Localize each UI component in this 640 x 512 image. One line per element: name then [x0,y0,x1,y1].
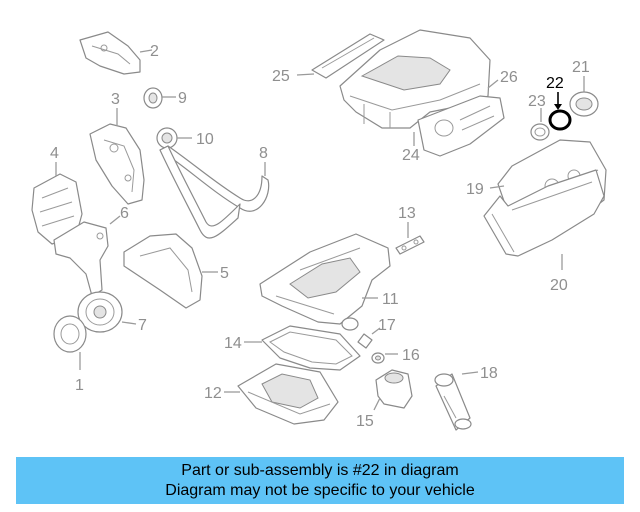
part-26-callout: 26 [500,69,518,86]
part-18-callout: 18 [480,365,498,382]
part-22-callout: 22 [546,75,564,92]
part-25-callout: 25 [272,68,290,85]
part-21-oil-cap [569,91,599,117]
part-7-leader [121,321,137,325]
part-11-callout: 11 [382,291,399,308]
part-23-seal-ring [530,123,550,141]
part-18-leader [461,371,479,375]
part-26-valve-cover [417,95,505,157]
part-26-leader [487,79,499,89]
part-17-leader [371,327,381,335]
part-19-leader [489,185,505,189]
part-2-timing-cover-upper [79,31,141,75]
part-14-callout: 14 [224,335,242,352]
banner-line-1: Part or sub-assembly is #22 in diagram [181,461,459,479]
part-1-seal [53,315,87,353]
part-13-callout: 13 [398,205,416,222]
part-7-crank-pulley [77,291,123,333]
part-20-callout: 20 [550,277,568,294]
part-10-callout: 10 [196,131,214,148]
part-6-bracket [53,221,109,297]
banner-line-2: Diagram may not be specific to your vehi… [165,481,475,499]
part-14-gasket [261,325,361,371]
part-24-intake-manifold [339,29,491,129]
part-10-idler [156,127,178,149]
part-5-callout: 5 [220,265,229,282]
engine-parts-diagram: 2 3 9 10 8 4 6 [31,29,607,431]
part-20-gasket [483,169,605,257]
part-15-leader [373,397,381,411]
part-16-washer [371,352,385,364]
part-9-callout: 9 [178,90,187,107]
part-17-drain-bolt [357,333,373,349]
part-15-filter-housing [375,369,413,409]
part-4-cover [31,173,83,245]
part-12-oil-pan-lower [237,363,339,425]
part-4-callout: 4 [50,145,59,162]
part-7-callout: 7 [138,317,147,334]
part-24-callout: 24 [402,147,420,164]
part-8-timing-belt [159,145,270,239]
part-15-callout: 15 [356,413,374,430]
part-11-oil-pan-upper [259,233,391,331]
part-3-timing-cover-rear [89,123,145,205]
part-6-callout: 6 [120,205,129,222]
part-25-rail [311,33,385,79]
part-21-callout: 21 [572,59,590,76]
info-banner: Part or sub-assembly is #22 in diagram D… [16,457,624,504]
part-9-pulley [143,87,163,109]
part-22-leader-arrowhead [554,104,562,110]
part-8-callout: 8 [259,145,268,162]
part-16-callout: 16 [402,347,420,364]
part-5-lower-cover [123,233,203,309]
part-2-callout: 2 [150,43,159,60]
part-23-callout: 23 [528,93,546,110]
part-1-callout: 1 [75,377,84,394]
part-6-leader [109,215,121,225]
part-25-leader [296,73,315,76]
part-2-leader [139,49,153,53]
part-3-callout: 3 [111,91,120,108]
part-12-callout: 12 [204,385,222,402]
part-17-callout: 17 [378,317,396,334]
part-22-o-ring-highlighted [548,109,572,131]
part-13-bracket [395,235,425,255]
part-19-callout: 19 [466,181,484,198]
part-18-oil-filter [434,373,472,431]
